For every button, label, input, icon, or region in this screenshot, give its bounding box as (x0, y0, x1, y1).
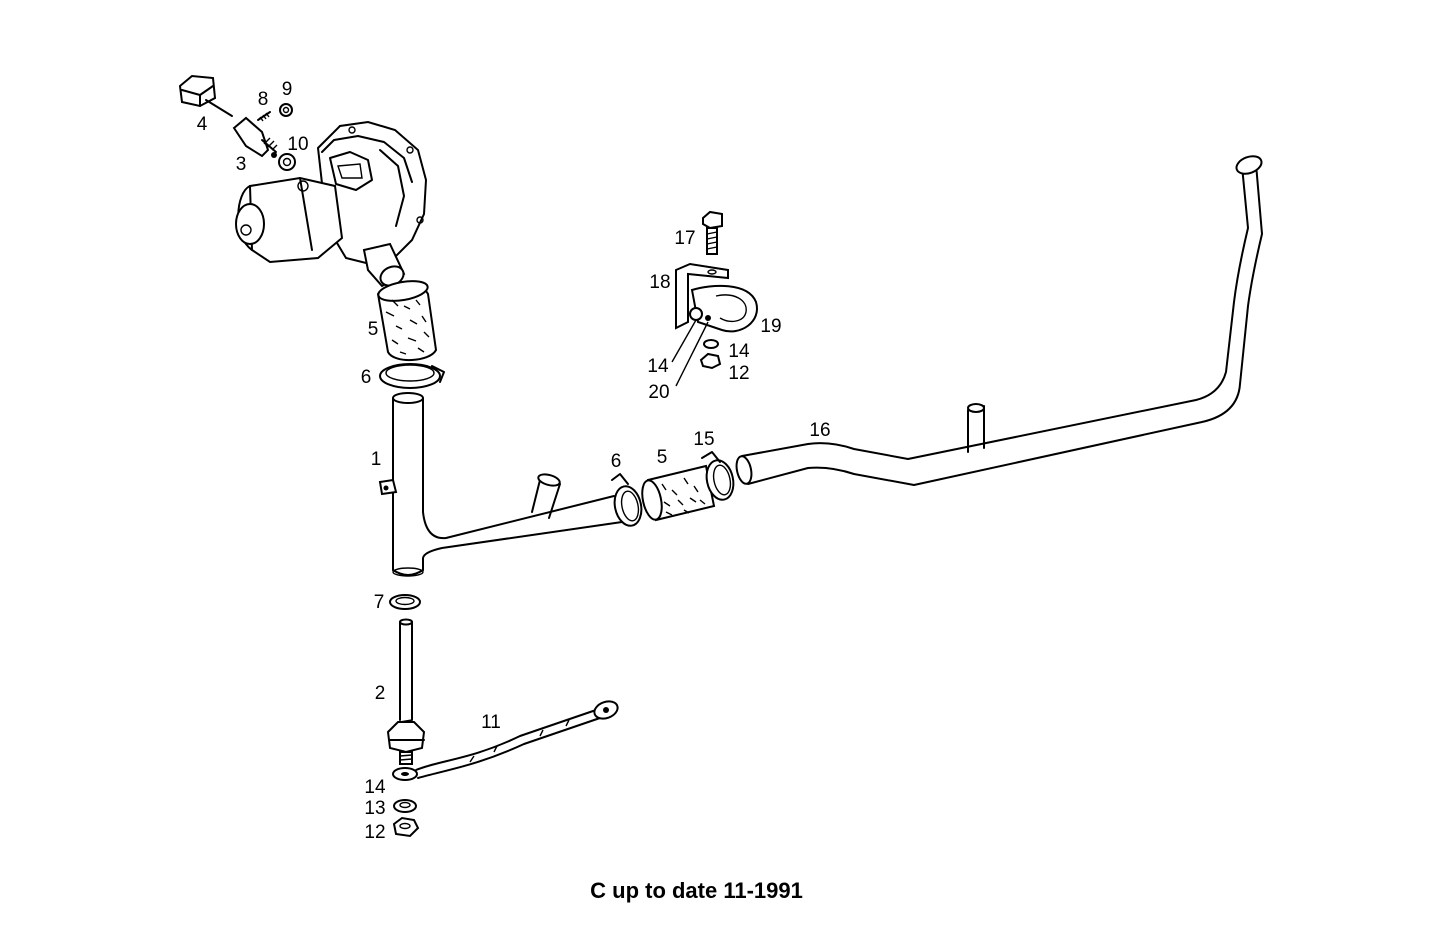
part-7-o-ring (389, 594, 421, 610)
part-label-19: 19 (760, 316, 781, 337)
part-label-8: 8 (258, 89, 269, 110)
leader-20 (675, 321, 709, 387)
part-11-ground-cable (415, 700, 619, 779)
part-label-17: 17 (674, 228, 695, 249)
part-label-12: 12 (364, 822, 385, 843)
part-19-p-clip (689, 284, 758, 333)
diagram-caption: C up to date 11-1991 (590, 878, 803, 903)
part-16-coolant-pipe (735, 155, 1263, 486)
part-label-18: 18 (649, 272, 670, 293)
part-label-7: 7 (374, 592, 385, 613)
part-label-11: 11 (481, 712, 501, 733)
part-6-clamp-upper (379, 363, 445, 389)
part-label-12: 12 (728, 363, 749, 384)
part-18-bracket (675, 262, 729, 330)
leader-14 (671, 319, 697, 363)
part-label-14: 14 (728, 341, 750, 362)
part-label-13: 13 (364, 798, 385, 819)
part-10-washer (278, 153, 296, 171)
part-6-clamp-right (611, 473, 643, 527)
part-label-5: 5 (657, 447, 668, 468)
part-14-washer-bracket (703, 339, 719, 349)
part-label-15: 15 (693, 429, 714, 450)
part-12-nut-bracket (699, 352, 722, 370)
part-8-screw (257, 111, 271, 122)
part-label-14: 14 (647, 356, 669, 377)
part-label-14: 14 (364, 777, 386, 798)
part-label-16: 16 (809, 420, 830, 441)
part-label-3: 3 (236, 154, 247, 175)
part-label-6: 6 (611, 451, 622, 472)
part-9-nut (279, 103, 293, 117)
part-17-bolt (702, 210, 723, 255)
part-5-hose-lower (641, 464, 716, 522)
part-4-sensor-cap (178, 74, 233, 117)
water-pump (235, 120, 428, 288)
part-label-1: 1 (371, 449, 382, 470)
part-label-6: 6 (361, 367, 372, 388)
part-label-2: 2 (375, 683, 386, 704)
part-label-4: 4 (197, 114, 208, 135)
part-5-hose-upper (376, 280, 438, 361)
part-label-9: 9 (282, 79, 293, 100)
part-14-washer-lower (392, 767, 418, 781)
part-label-5: 5 (368, 319, 379, 340)
part-3-temperature-sender (232, 116, 278, 158)
part-label-20: 20 (648, 382, 669, 403)
part-label-10: 10 (287, 134, 308, 155)
part-1-t-pipe (378, 392, 623, 577)
part-2-temperature-probe (386, 618, 426, 765)
part-12-nut-lower (392, 816, 420, 838)
part-13-lock-washer (393, 799, 417, 813)
part-15-clamp (701, 451, 735, 501)
